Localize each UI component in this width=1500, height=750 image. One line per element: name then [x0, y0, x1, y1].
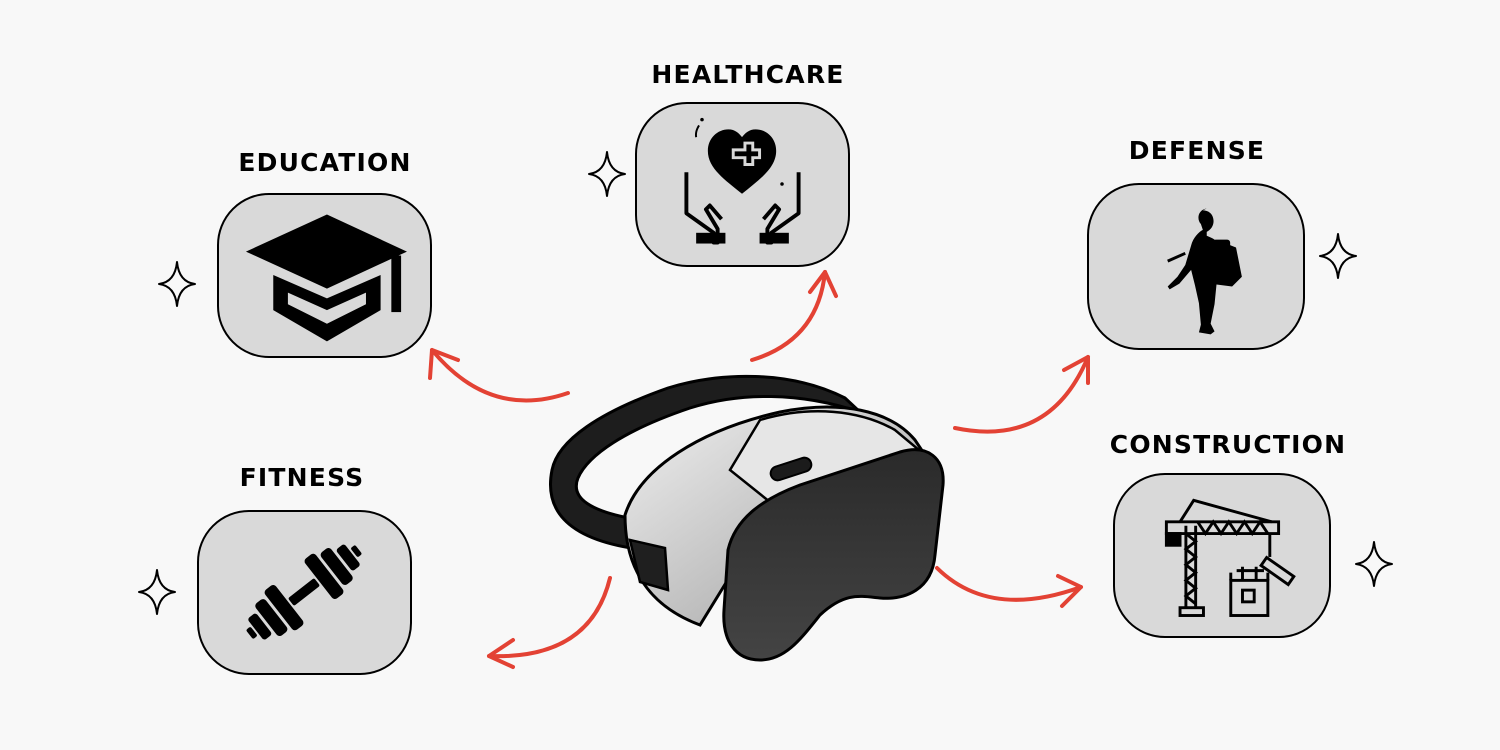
- arrow-to-construction: [935, 566, 1083, 608]
- label-healthcare: HEALTHCARE: [651, 60, 845, 89]
- card-healthcare: [635, 102, 850, 267]
- card-education: [217, 193, 432, 358]
- label-defense: DEFENSE: [1128, 136, 1266, 165]
- arrow-to-education: [428, 348, 570, 403]
- arrow-to-fitness: [487, 576, 612, 669]
- card-fitness: [197, 510, 412, 675]
- sparkle-icon: [158, 261, 196, 307]
- card-construction: [1113, 473, 1331, 638]
- label-education: EDUCATION: [238, 148, 412, 177]
- label-construction: CONSTRUCTION: [1109, 430, 1347, 459]
- crane-icon: [1164, 498, 1296, 617]
- heart-hands-icon: [684, 117, 801, 245]
- dumbbell-icon: [246, 544, 362, 640]
- sparkle-icon: [138, 569, 176, 615]
- arrow-to-healthcare: [750, 270, 838, 362]
- label-fitness: FITNESS: [239, 463, 365, 492]
- card-defense: [1087, 183, 1305, 350]
- sparkle-icon: [1319, 233, 1357, 279]
- arrow-to-defense: [953, 355, 1090, 434]
- sparkle-icon: [1355, 541, 1393, 587]
- vr-headset-icon: [549, 374, 945, 662]
- graduation-cap-icon: [245, 214, 407, 342]
- soldier-icon: [1167, 208, 1242, 335]
- sparkle-icon: [588, 151, 626, 197]
